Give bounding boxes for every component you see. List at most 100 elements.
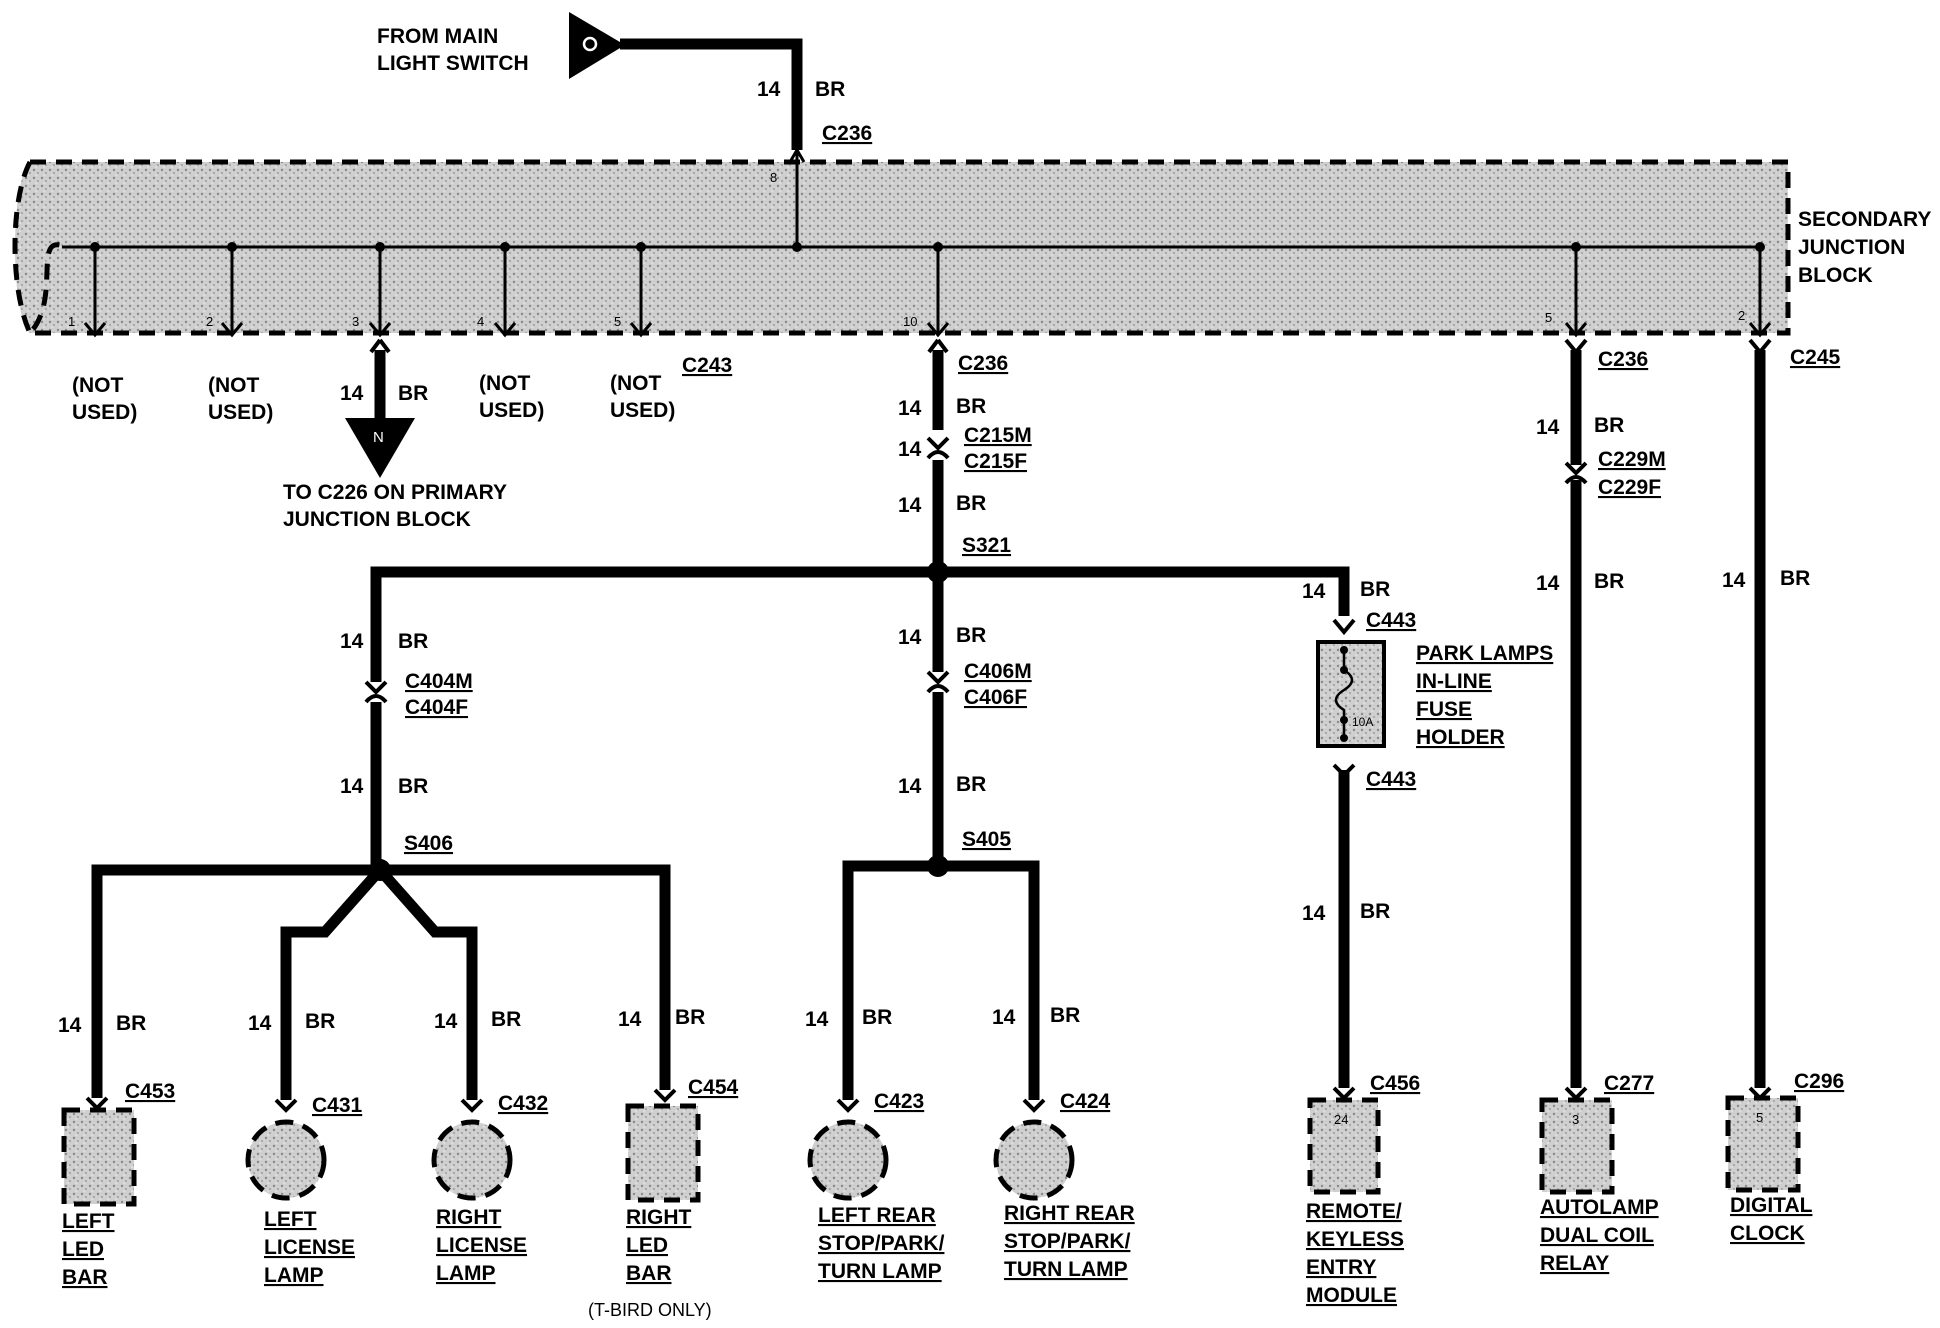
source-label-line2: LIGHT SWITCH	[377, 52, 529, 75]
fuse-label-line1: PARK LAMPS	[1416, 642, 1553, 665]
primary-out-label-line2: JUNCTION BLOCK	[283, 508, 471, 531]
svg-text:C423: C423	[874, 1090, 924, 1113]
svg-text:MODULE: MODULE	[1306, 1284, 1397, 1307]
svg-text:DUAL COIL: DUAL COIL	[1540, 1224, 1654, 1247]
svg-text:STOP/PARK/: STOP/PARK/	[1004, 1230, 1131, 1253]
svg-text:14: 14	[805, 1008, 829, 1031]
svg-text:C443: C443	[1366, 768, 1416, 791]
svg-text:REMOTE/: REMOTE/	[1306, 1200, 1402, 1223]
svg-text:C406F: C406F	[964, 686, 1027, 709]
svg-text:C236: C236	[1598, 348, 1648, 371]
svg-text:LAMP: LAMP	[264, 1264, 324, 1287]
c243-not-used-labels: (NOT USED) (NOT USED) (NOT USED) (NOT US…	[72, 372, 675, 424]
svg-text:BR: BR	[116, 1012, 146, 1035]
svg-text:LICENSE: LICENSE	[264, 1236, 355, 1259]
svg-text:RIGHT REAR: RIGHT REAR	[1004, 1202, 1135, 1225]
svg-text:C456: C456	[1370, 1072, 1420, 1095]
digital-clock: 5 C296 DIGITAL CLOCK	[1725, 1070, 1844, 1245]
svg-text:C453: C453	[125, 1080, 175, 1103]
primary-out-label-line1: TO C226 ON PRIMARY	[283, 481, 507, 504]
c236-pin-5: 5	[1545, 310, 1552, 325]
svg-text:LICENSE: LICENSE	[436, 1234, 527, 1257]
fuse-label-line3: FUSE	[1416, 698, 1472, 721]
right-rear-lamp: C424 RIGHT REAR STOP/PARK/ TURN LAMP	[993, 1090, 1135, 1281]
c243-pin-1: 1	[68, 314, 75, 329]
svg-text:14: 14	[248, 1012, 272, 1035]
svg-text:C431: C431	[312, 1094, 363, 1117]
svg-text:14: 14	[898, 494, 922, 517]
fuse-label-line2: IN-LINE	[1416, 670, 1492, 693]
svg-text:C236: C236	[958, 352, 1008, 375]
svg-text:BR: BR	[1780, 567, 1810, 590]
svg-text:(NOT: (NOT	[610, 372, 661, 395]
svg-text:14: 14	[1722, 569, 1746, 592]
pin-8: 8	[770, 170, 777, 185]
svg-text:14: 14	[434, 1010, 458, 1033]
c245-pin-2: 2	[1738, 308, 1745, 323]
svg-text:BR: BR	[398, 630, 428, 653]
svg-text:AUTOLAMP: AUTOLAMP	[1540, 1196, 1659, 1219]
svg-text:ENTRY: ENTRY	[1306, 1256, 1376, 1279]
svg-text:DIGITAL: DIGITAL	[1730, 1194, 1813, 1217]
svg-text:S321: S321	[962, 534, 1011, 557]
left-rear-lamp: C423 LEFT REAR STOP/PARK/ TURN LAMP	[807, 1090, 945, 1283]
svg-text:S406: S406	[404, 832, 453, 855]
fuse-label-line4: HOLDER	[1416, 726, 1505, 749]
wire-right-license	[375, 866, 478, 1100]
svg-text:14: 14	[340, 382, 364, 405]
svg-text:RIGHT: RIGHT	[436, 1206, 502, 1229]
wire-source	[620, 38, 803, 150]
svg-text:14: 14	[1302, 580, 1326, 603]
wire-right-rear	[938, 860, 1040, 1100]
svg-text:14: 14	[1536, 416, 1560, 439]
svg-text:BR: BR	[491, 1008, 521, 1031]
svg-text:CLOCK: CLOCK	[1730, 1222, 1805, 1245]
wire-label-color: BR	[815, 78, 845, 101]
svg-text:BAR: BAR	[62, 1266, 108, 1289]
svg-text:C404F: C404F	[405, 696, 468, 719]
block-label-line2: JUNCTION	[1798, 236, 1905, 259]
svg-text:C404M: C404M	[405, 670, 473, 693]
connector-c236-top: C236	[822, 122, 872, 145]
c243-pin-4: 4	[477, 314, 484, 329]
svg-text:24: 24	[1334, 1112, 1348, 1127]
wire-label-gauge: 14	[757, 78, 781, 101]
svg-text:14: 14	[1302, 902, 1326, 925]
svg-text:LAMP: LAMP	[436, 1262, 496, 1285]
svg-text:LEFT REAR: LEFT REAR	[818, 1204, 936, 1227]
svg-text:USED): USED)	[208, 401, 273, 424]
svg-text:14: 14	[898, 397, 922, 420]
block-label-line1: SECONDARY	[1798, 208, 1931, 231]
svg-text:(T-BIRD ONLY): (T-BIRD ONLY)	[588, 1300, 712, 1320]
svg-text:14: 14	[1536, 572, 1560, 595]
svg-text:BR: BR	[1594, 570, 1624, 593]
svg-text:C277: C277	[1604, 1072, 1654, 1095]
svg-text:TURN LAMP: TURN LAMP	[818, 1260, 942, 1283]
wire-left-license	[280, 866, 385, 1100]
svg-text:N: N	[373, 429, 384, 446]
svg-text:BR: BR	[862, 1006, 892, 1029]
svg-text:C432: C432	[498, 1092, 548, 1115]
svg-text:C296: C296	[1794, 1070, 1844, 1093]
svg-text:USED): USED)	[610, 399, 675, 422]
svg-text:(NOT: (NOT	[208, 374, 259, 397]
svg-text:USED): USED)	[72, 401, 137, 424]
wire-left-rear	[842, 860, 938, 1100]
svg-text:TURN LAMP: TURN LAMP	[1004, 1258, 1128, 1281]
svg-text:C245: C245	[1790, 346, 1841, 369]
svg-text:C424: C424	[1060, 1090, 1111, 1113]
connector-c243: C243	[682, 354, 732, 377]
svg-text:BR: BR	[956, 492, 986, 515]
svg-text:BR: BR	[956, 395, 986, 418]
wire-right-led	[380, 864, 671, 1090]
svg-text:BR: BR	[675, 1006, 705, 1029]
fuse-holder: 10A	[1316, 640, 1386, 748]
svg-text:C454: C454	[688, 1076, 739, 1099]
svg-text:C443: C443	[1366, 609, 1416, 632]
svg-text:BR: BR	[1050, 1004, 1080, 1027]
svg-text:BAR: BAR	[626, 1262, 672, 1285]
svg-text:(NOT: (NOT	[479, 372, 530, 395]
svg-text:14: 14	[898, 626, 922, 649]
svg-text:5: 5	[1756, 1110, 1763, 1125]
